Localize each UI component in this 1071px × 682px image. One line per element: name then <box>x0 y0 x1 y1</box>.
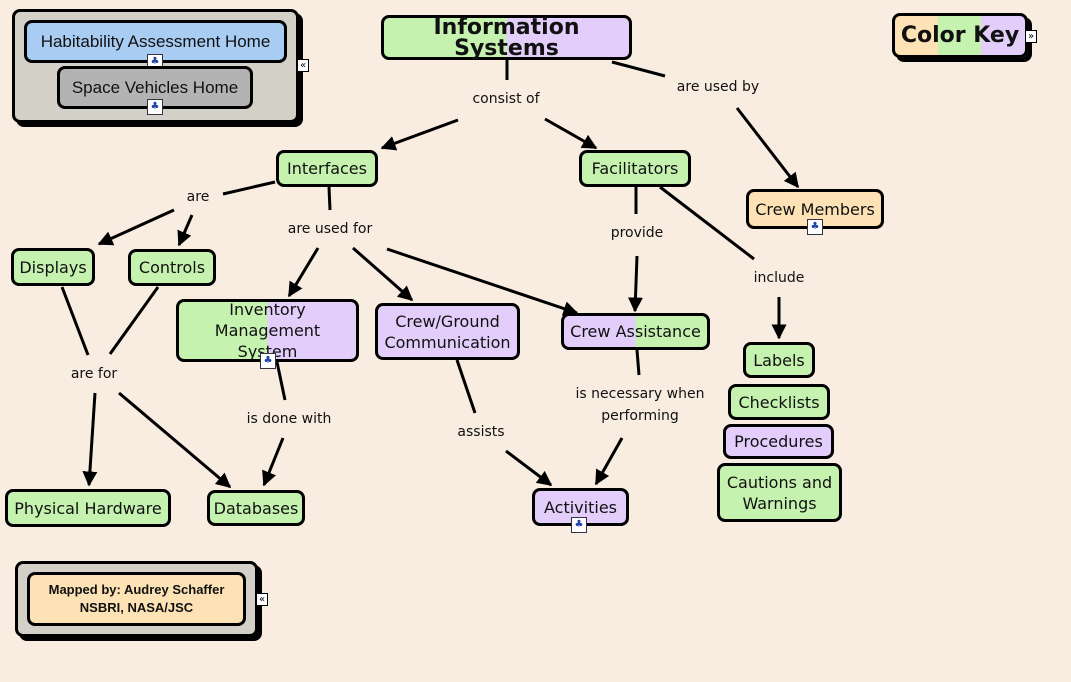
link-phrase-are: are <box>186 189 210 205</box>
link-phrase-consist-of: consist of <box>472 91 540 107</box>
link-phrase-include: include <box>753 270 805 286</box>
space-vehicles-home-link[interactable]: Space Vehicles Home <box>57 66 253 109</box>
submap-icon[interactable]: ♣ <box>260 353 276 369</box>
link-crewground-assists <box>455 359 477 414</box>
credits-organization: NSBRI, NASA/JSC <box>79 600 194 615</box>
link-facilitators-include <box>659 185 755 261</box>
link-arefor-hardware <box>82 392 98 487</box>
concept-facilitators[interactable]: Facilitators <box>579 150 691 187</box>
link-phrase-are-used-for: are used for <box>287 221 373 237</box>
link-ims-donewith <box>275 361 287 401</box>
link-usedfor-ims <box>287 247 320 298</box>
concept-checklists[interactable]: Checklists <box>728 384 830 420</box>
concept-information-systems[interactable]: Information Systems <box>381 15 632 60</box>
concept-physical-hardware[interactable]: Physical Hardware <box>5 489 171 527</box>
expand-icon[interactable]: » <box>1025 30 1037 43</box>
link-displays-arefor <box>60 286 90 356</box>
link-arefor-databases <box>118 391 232 489</box>
link-phrase-assists: assists <box>457 424 505 440</box>
link-controls-arefor <box>108 286 160 355</box>
link-donewith-databases <box>262 437 285 487</box>
concept-labels[interactable]: Labels <box>743 342 815 378</box>
link-interfaces-usedfor <box>327 186 332 211</box>
link-necessary-activities <box>594 437 624 486</box>
credits-box: Mapped by: Audrey Schaffer NSBRI, NASA/J… <box>27 572 246 626</box>
link-provide-crewassist <box>627 255 643 313</box>
link-consist-interfaces <box>380 118 459 151</box>
link-usedfor-crewassist <box>386 247 579 316</box>
concept-interfaces[interactable]: Interfaces <box>276 150 378 187</box>
concept-procedures[interactable]: Procedures <box>723 424 834 459</box>
concept-controls[interactable]: Controls <box>128 249 216 286</box>
link-consist-facilitators <box>544 117 598 150</box>
link-are-controls <box>177 214 194 247</box>
link-are-displays <box>97 208 175 246</box>
link-phrase-are-for: are for <box>70 366 118 382</box>
concept-cautions-and-warnings[interactable]: Cautions and Warnings <box>717 463 842 522</box>
collapse-icon[interactable]: « <box>297 59 309 72</box>
link-phrase-provide: provide <box>610 225 664 241</box>
link-assists-activities <box>505 449 553 487</box>
link-usedfor-crewground <box>352 246 414 302</box>
concept-displays[interactable]: Displays <box>11 248 95 286</box>
concept-databases[interactable]: Databases <box>207 490 305 526</box>
submap-icon[interactable]: ♣ <box>571 517 587 533</box>
submap-icon[interactable]: ♣ <box>807 219 823 235</box>
concept-crew-assistance[interactable]: Crew Assistance <box>561 313 710 350</box>
link-infosys-usedby <box>611 60 666 78</box>
color-key[interactable]: Color Key <box>892 13 1028 58</box>
credits-author: Mapped by: Audrey Schaffer <box>48 582 225 597</box>
link-usedby-crew <box>735 107 800 189</box>
link-interfaces-are <box>222 180 276 196</box>
link-crewassist-necessary <box>635 349 641 376</box>
link-phrase-is-necessary-when-performing: is necessary when performing <box>575 386 705 424</box>
submap-icon[interactable]: ♣ <box>147 99 163 115</box>
collapse-icon[interactable]: « <box>256 593 268 606</box>
link-phrase-is-done-with: is done with <box>246 411 332 427</box>
link-phrase-are-used-by: are used by <box>676 79 760 95</box>
concept-crew-ground-communication[interactable]: Crew/Ground Communication <box>375 303 520 360</box>
